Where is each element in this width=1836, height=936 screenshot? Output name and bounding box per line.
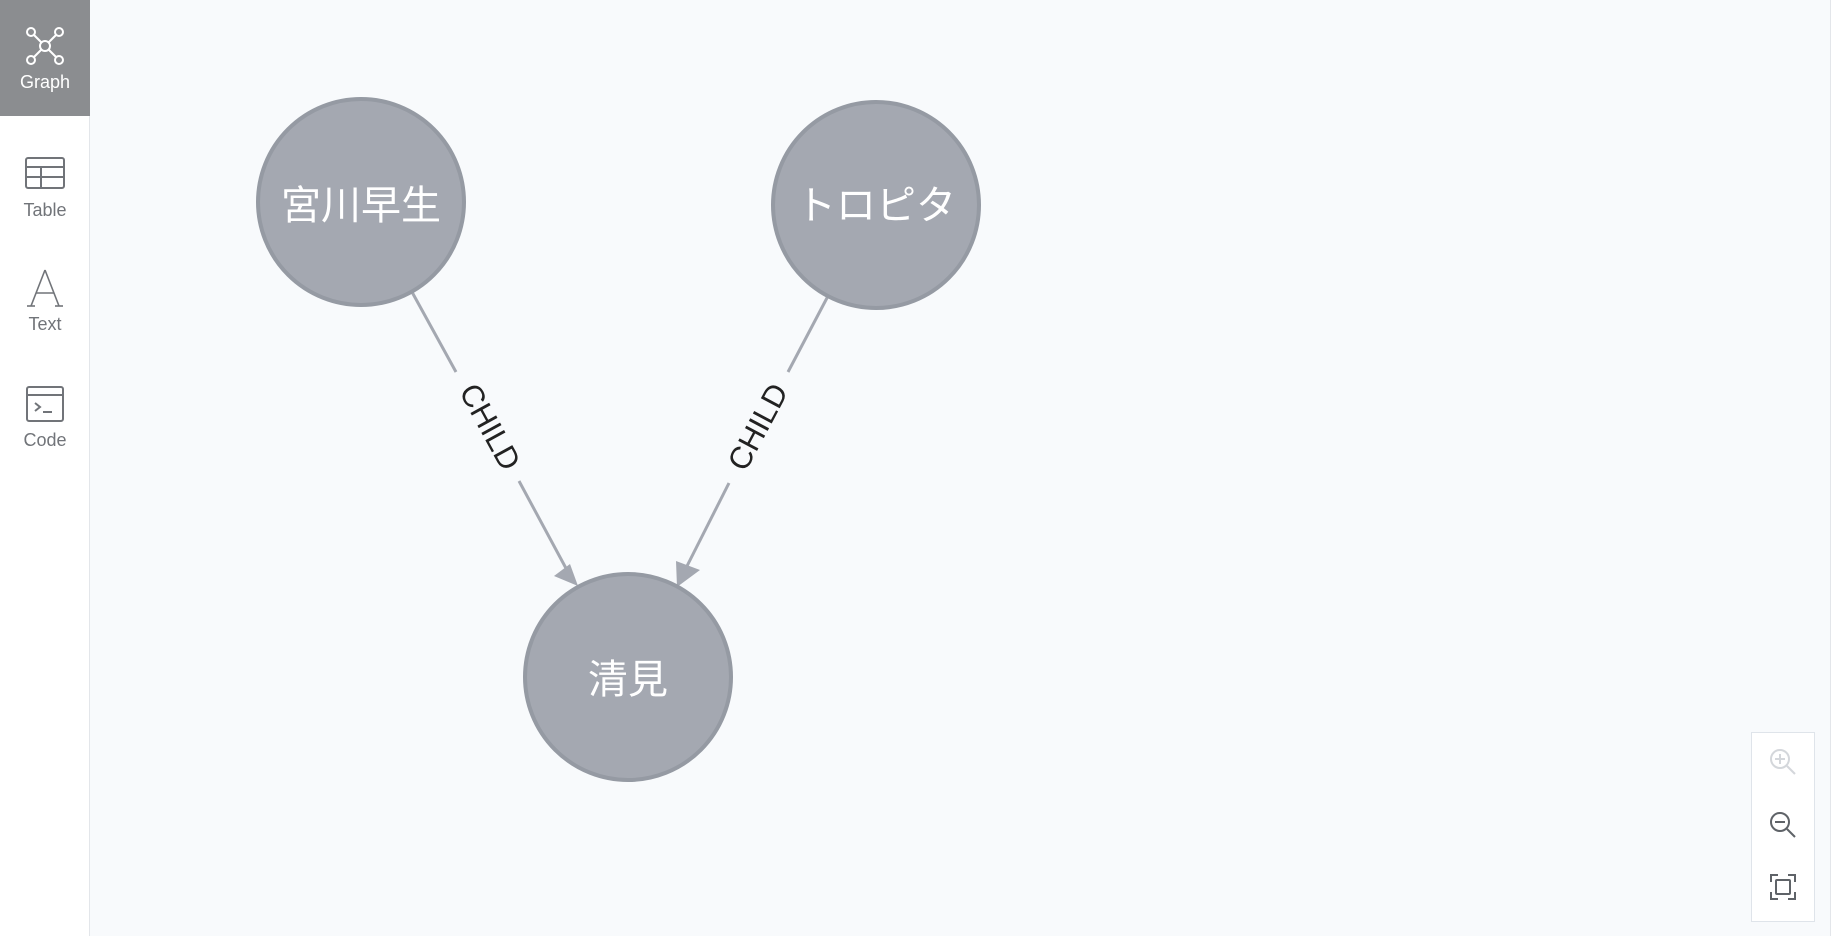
graph-node[interactable]: トロピタ <box>771 100 981 310</box>
node-label: 宮川早生 <box>281 183 441 229</box>
zoom-controls <box>1751 732 1815 922</box>
zoom-out-button[interactable] <box>1752 796 1814 858</box>
graph-node[interactable]: 清見 <box>523 572 733 782</box>
relationship-label: CHILD <box>721 378 796 477</box>
sidebar-item-text[interactable]: Text <box>0 244 90 356</box>
zoom-out-icon <box>1768 810 1798 845</box>
sidebar-item-label: Code <box>23 430 67 450</box>
canvas-right-border <box>1830 0 1836 936</box>
relationship-label: CHILD <box>452 378 527 476</box>
sidebar-item-label: Graph <box>19 72 71 92</box>
relationship-edge[interactable]: CHILD <box>676 295 830 587</box>
sidebar-item-graph[interactable]: Graph <box>0 0 90 116</box>
node-label: トロピタ <box>796 183 956 229</box>
sidebar-item-label: Table <box>23 200 67 220</box>
table-icon <box>23 152 67 196</box>
fit-to-screen-button[interactable] <box>1752 858 1814 920</box>
sidebar-item-label: Text <box>28 314 62 334</box>
relationship-edge[interactable]: CHILD <box>410 291 578 586</box>
sidebar-item-table[interactable]: Table <box>0 130 90 242</box>
zoom-in-button[interactable] <box>1752 733 1814 795</box>
code-icon <box>23 382 67 426</box>
text-icon <box>23 266 67 310</box>
node-label: 清見 <box>588 657 668 703</box>
zoom-in-icon <box>1768 747 1798 782</box>
sidebar-item-code[interactable]: Code <box>0 360 90 472</box>
fit-to-screen-icon <box>1768 872 1798 907</box>
graph-icon <box>23 24 67 68</box>
view-sidebar: Graph Table <box>0 0 90 936</box>
graph-node[interactable]: 宮川早生 <box>256 97 466 307</box>
